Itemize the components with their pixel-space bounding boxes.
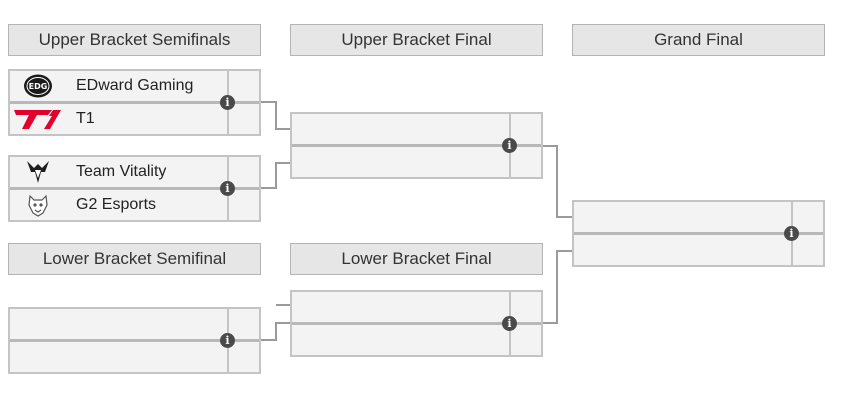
svg-text:EDG: EDG [29,82,48,91]
slot-divider [292,322,541,325]
team-name: EDward Gaming [76,77,194,94]
match-lower-bracket-semifinal[interactable]: i [8,307,261,374]
header-lower-bracket-semifinal: Lower Bracket Semifinal [8,243,261,275]
header-grand-final: Grand Final [572,24,825,56]
team-slot-empty[interactable] [292,325,507,355]
slot-divider [10,339,259,342]
slot-divider [574,232,823,235]
header-upper-bracket-semifinals: Upper Bracket Semifinals [8,24,261,56]
t1-logo [10,104,66,134]
info-icon[interactable]: i [784,226,799,241]
team-slot-team-vitality[interactable]: Team Vitality [10,157,225,187]
slot-divider [10,187,259,190]
team-name: Team Vitality [76,163,167,180]
match-grand-final[interactable]: i [572,200,825,267]
match-upper-semifinal-1[interactable]: EDG EDward Gaming T1 i [8,69,261,136]
g2-logo [10,190,66,220]
info-icon[interactable]: i [502,138,517,153]
slot-divider [10,101,259,104]
header-lower-bracket-final: Lower Bracket Final [290,243,543,275]
team-slot-empty[interactable] [292,292,507,322]
team-name: T1 [76,110,95,127]
match-lower-bracket-final[interactable]: i [290,290,543,357]
match-upper-bracket-final[interactable]: i [290,112,543,179]
team-name: G2 Esports [76,196,157,213]
team-slot-empty[interactable] [574,235,789,265]
team-slot-empty[interactable] [574,202,789,232]
info-icon[interactable]: i [220,333,235,348]
info-icon[interactable]: i [220,181,235,196]
header-upper-bracket-final: Upper Bracket Final [290,24,543,56]
team-slot-empty[interactable] [10,309,225,339]
team-slot-edward-gaming[interactable]: EDG EDward Gaming [10,71,225,101]
team-slot-empty[interactable] [10,342,225,372]
info-icon[interactable]: i [220,95,235,110]
team-slot-empty[interactable] [292,114,507,144]
vitality-logo [10,157,66,187]
match-upper-semifinal-2[interactable]: Team Vitality G2 Esports i [8,155,261,222]
info-icon[interactable]: i [502,316,517,331]
edg-logo: EDG [10,71,66,101]
slot-divider [292,144,541,147]
team-slot-empty[interactable] [292,147,507,177]
team-slot-t1[interactable]: T1 [10,104,225,134]
team-slot-g2-esports[interactable]: G2 Esports [10,190,225,220]
